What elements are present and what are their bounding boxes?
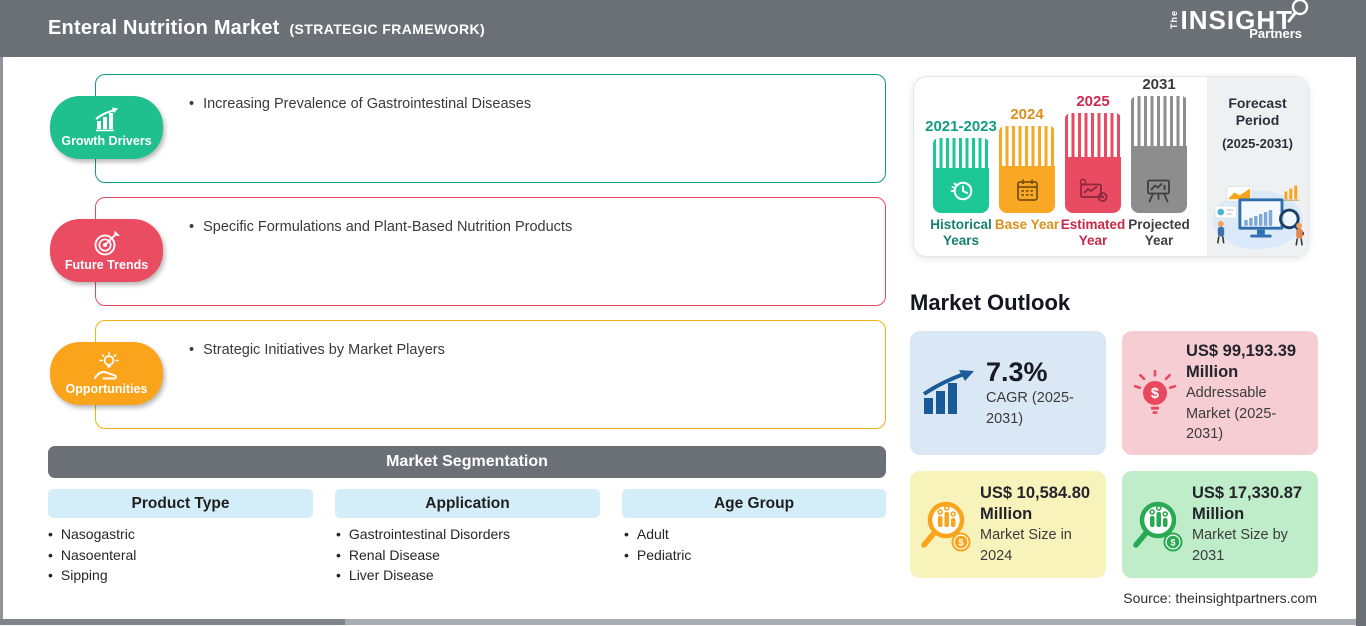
market-size-2024-card: $ US$ 10,584.80 Million Market Size in 2… (910, 471, 1106, 578)
market-size-2024-label: Market Size in 2024 (980, 527, 1072, 564)
addressable-market-label: Addressable Market (2025-2031) (1186, 385, 1277, 443)
future-trends-point: Specific Formulations and Plant-Based Nu… (189, 219, 885, 235)
bottom-bar-dark (0, 619, 345, 625)
forecast-period-range: (2025-2031) (1222, 136, 1293, 151)
projected-year-label: Projected Year (1128, 217, 1190, 248)
bulb-dollar-icon: $ (1133, 370, 1177, 414)
timeline-card: 2021-2023 2024 2025 2031 (913, 76, 1309, 257)
list-item: Gastrointestinal Disorders (336, 526, 510, 547)
bottom-bar-light (345, 619, 1356, 625)
list-item: Liver Disease (336, 567, 510, 588)
logo-row: The INSIGHT (1168, 0, 1310, 35)
left-edge-line (0, 57, 3, 619)
projected-year-bar (1131, 96, 1187, 213)
bar-stripes (999, 126, 1055, 166)
logo-insight: INSIGHT (1180, 5, 1293, 35)
list-item: Sipping (48, 567, 136, 588)
addressable-market-text: US$ 99,193.39 Million Addressable Market… (1186, 341, 1310, 445)
analysts-illustration (1212, 185, 1305, 250)
growth-drivers-point: Increasing Prevalence of Gastrointestina… (189, 96, 885, 112)
forecast-period-panel: Forecast Period (2025-2031) (1207, 77, 1308, 256)
right-edge-strip (1356, 57, 1366, 626)
bar-stripes (933, 138, 989, 168)
market-segmentation-bar: Market Segmentation (48, 446, 886, 478)
page-title: Enteral Nutrition Market (48, 17, 280, 39)
svg-text:$: $ (958, 537, 963, 547)
base-year-bar (999, 126, 1055, 213)
list-item: Nasoenteral (48, 547, 137, 568)
cagr-card: 7.3% CAGR (2025-2031) (910, 331, 1106, 455)
addressable-market-value: US$ 99,193.39 Million (1186, 342, 1297, 381)
opportunities-badge: Opportunities (50, 342, 163, 405)
projection-screen-icon (1147, 179, 1170, 203)
future-trends-label: Future Trends (64, 258, 149, 272)
estimate-chart-icon (1079, 178, 1108, 202)
future-trends-badge: Future Trends (50, 219, 163, 282)
market-size-2024-value: US$ 10,584.80 Million (980, 484, 1091, 523)
historical-years-bar (933, 138, 989, 213)
market-segmentation-title: Market Segmentation (386, 453, 548, 470)
segment-header-age-group: Age Group (622, 489, 886, 518)
calendar-icon (1017, 179, 1038, 201)
market-size-2031-label: Market Size by 2031 (1192, 527, 1288, 564)
growth-drivers-box: Increasing Prevalence of Gastrointestina… (95, 74, 886, 183)
opportunities-point: Strategic Initiatives by Market Players (189, 342, 885, 358)
header-bar: Enteral Nutrition Market (STRATEGIC FRAM… (0, 0, 1366, 57)
logo-partners: Partners (1249, 26, 1302, 41)
market-size-2031-text: US$ 17,330.87 Million Market Size by 203… (1192, 483, 1310, 566)
history-clock-icon (950, 181, 973, 201)
svg-text:$: $ (1151, 386, 1159, 402)
opportunities-box: Strategic Initiatives by Market Players (95, 320, 886, 429)
segment-header-application: Application (335, 489, 600, 518)
base-year-label: Base Year (994, 217, 1060, 232)
market-size-2031-card: $ US$ 17,330.87 Million Market Size by 2… (1122, 471, 1318, 578)
list-item: Pediatric (624, 547, 691, 568)
future-trends-box: Specific Formulations and Plant-Based Nu… (95, 197, 886, 306)
list-item: Renal Disease (336, 547, 510, 568)
application-list: Gastrointestinal Disorders Renal Disease… (336, 526, 510, 588)
estimated-year-bar (1065, 113, 1121, 213)
estimated-year-value: 2025 (1076, 93, 1110, 110)
addressable-market-card: $ US$ 99,193.39 Million Addressable Mark… (1122, 331, 1318, 455)
growth-arrow-chart-icon (922, 370, 974, 414)
magnifier-chart-orange-icon: $ (921, 501, 971, 551)
opportunities-label: Opportunities (65, 381, 148, 396)
cagr-value: 7.3% (986, 357, 1048, 387)
growth-bars-icon (94, 107, 118, 132)
product-type-list: Nasogastric Nasoenteral Sipping (48, 526, 137, 588)
product-type-label: Product Type (131, 494, 230, 512)
company-logo: The INSIGHT Partners (1168, 0, 1310, 41)
age-group-list: Adult Pediatric (624, 526, 691, 567)
growth-drivers-badge: Growth Drivers (50, 96, 163, 159)
application-label: Application (425, 494, 510, 512)
forecast-period-title: Forecast Period (1228, 95, 1287, 128)
base-year-value: 2024 (1010, 106, 1044, 123)
list-item: Nasogastric (48, 526, 136, 547)
bar-stripes (1065, 113, 1121, 157)
source-attribution: Source: theinsightpartners.com (1123, 590, 1317, 606)
historical-years-value: 2021-2023 (925, 118, 997, 135)
growth-drivers-label: Growth Drivers (61, 134, 152, 148)
market-size-2024-text: US$ 10,584.80 Million Market Size in 202… (980, 483, 1098, 566)
cagr-text: 7.3% CAGR (2025-2031) (986, 357, 1096, 429)
estimated-year-label: Estimated Year (1060, 217, 1126, 248)
market-size-2031-value: US$ 17,330.87 Million (1192, 484, 1303, 523)
historical-years-label: Historical Years (930, 217, 992, 248)
magnifier-icon (1287, 0, 1309, 23)
svg-text:$: $ (1170, 537, 1175, 547)
target-dart-icon (94, 230, 120, 256)
segment-header-product-type: Product Type (48, 489, 313, 518)
header-title-wrap: Enteral Nutrition Market (STRATEGIC FRAM… (48, 0, 485, 57)
bar-stripes (1131, 96, 1187, 146)
hand-bulb-icon (93, 351, 119, 380)
page-subtitle: (STRATEGIC FRAMEWORK) (289, 20, 486, 37)
market-outlook-title: Market Outlook (910, 290, 1071, 315)
list-item: Adult (624, 526, 691, 547)
magnifier-chart-green-icon: $ (1133, 501, 1183, 551)
projected-year-value: 2031 (1142, 76, 1176, 93)
logo-the: The (1168, 10, 1179, 30)
cagr-label: CAGR (2025-2031) (986, 390, 1074, 427)
age-group-label: Age Group (713, 494, 795, 512)
